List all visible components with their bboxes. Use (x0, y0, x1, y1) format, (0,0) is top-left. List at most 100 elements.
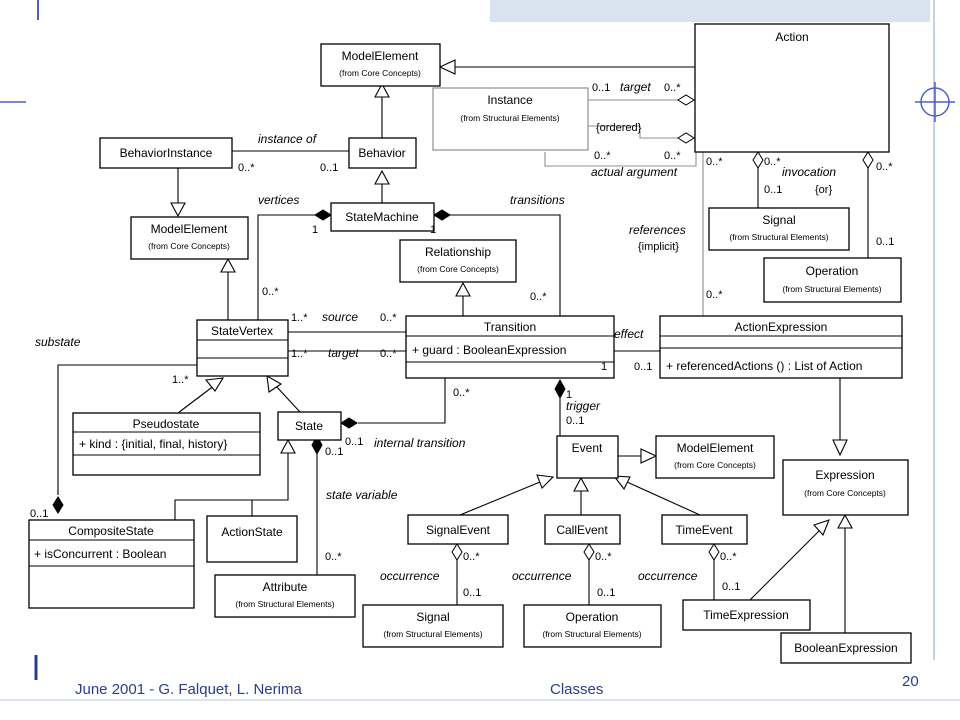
svg-text:0..1: 0..1 (722, 581, 740, 593)
svg-text:0..*: 0..* (706, 289, 723, 301)
svg-text:CallEvent: CallEvent (556, 523, 608, 537)
class-compositestate: CompositeState + isConcurrent : Boolean (28, 519, 195, 609)
svg-text:Transition: Transition (484, 320, 536, 334)
svg-text:0..*: 0..* (262, 286, 279, 298)
class-expression: Expression (from Core Concepts) (782, 459, 909, 516)
slide-footer: June 2001 - G. Falquet, L. Nerima Classe… (75, 673, 919, 698)
svg-text:1: 1 (601, 361, 607, 373)
svg-text:0..*: 0..* (453, 387, 470, 399)
svg-text:0..*: 0..* (238, 162, 255, 174)
svg-text:substate: substate (35, 335, 81, 349)
svg-text:TimeEvent: TimeEvent (676, 523, 734, 537)
svg-text:Operation: Operation (566, 610, 619, 624)
svg-text:0..*: 0..* (664, 150, 681, 162)
svg-text:BooleanExpression: BooleanExpression (794, 641, 897, 655)
svg-text:{implicit}: {implicit} (638, 241, 679, 253)
svg-text:State: State (295, 419, 323, 433)
svg-text:BehaviorInstance: BehaviorInstance (120, 146, 213, 160)
footer-page-number: 20 (902, 673, 919, 690)
svg-text:+ guard : BooleanExpression: + guard : BooleanExpression (412, 343, 566, 357)
svg-text:Behavior: Behavior (358, 146, 405, 160)
svg-text:(from Core Concepts): (from Core Concepts) (674, 460, 756, 470)
svg-text:StateMachine: StateMachine (345, 210, 419, 224)
svg-text:0..1: 0..1 (325, 446, 343, 458)
svg-text:0..*: 0..* (325, 551, 342, 563)
svg-text:Action: Action (775, 30, 808, 44)
role-labels: instance of vertices transitions substat… (35, 80, 836, 583)
svg-text:0..1: 0..1 (320, 162, 338, 174)
class-statemachine: StateMachine (330, 202, 435, 232)
svg-text:Relationship: Relationship (425, 245, 491, 259)
svg-text:0..*: 0..* (380, 312, 397, 324)
svg-text:instance of: instance of (258, 132, 318, 146)
svg-text:(from Structural Elements): (from Structural Elements) (235, 599, 334, 609)
svg-text:0..*: 0..* (664, 82, 681, 94)
svg-text:Instance: Instance (487, 93, 533, 107)
connectors (52, 59, 874, 633)
svg-text:ModelElement: ModelElement (151, 222, 228, 236)
svg-text:+ kind : {initial, final, hist: + kind : {initial, final, history} (79, 437, 227, 451)
svg-text:effect: effect (614, 327, 644, 341)
svg-text:1..*: 1..* (291, 348, 308, 360)
svg-text:state variable: state variable (326, 488, 398, 502)
svg-text:SignalEvent: SignalEvent (426, 523, 491, 537)
footer-topic: Classes (550, 681, 603, 698)
svg-text:0..1: 0..1 (764, 184, 782, 196)
svg-text:0..*: 0..* (876, 161, 893, 173)
class-behavior: Behavior (348, 137, 417, 169)
svg-text:transitions: transitions (510, 193, 565, 207)
svg-text:+ isConcurrent : Boolean: + isConcurrent : Boolean (34, 547, 166, 561)
svg-text:Operation: Operation (806, 264, 859, 278)
svg-text:internal transition: internal transition (374, 436, 466, 450)
svg-text:0..1: 0..1 (876, 236, 894, 248)
svg-text:1: 1 (312, 224, 318, 236)
svg-text:references: references (629, 223, 686, 237)
class-booleanexpression: BooleanExpression (780, 632, 912, 664)
svg-text:0..*: 0..* (764, 156, 781, 168)
svg-text:0..1: 0..1 (566, 415, 584, 427)
svg-text:Signal: Signal (762, 213, 795, 227)
svg-text:0..1: 0..1 (345, 436, 363, 448)
svg-text:target: target (328, 346, 359, 360)
svg-text:0..*: 0..* (463, 551, 480, 563)
svg-text:(from Structural Elements): (from Structural Elements) (729, 232, 828, 242)
svg-text:actual argument: actual argument (591, 165, 678, 179)
svg-text:0..*: 0..* (380, 348, 397, 360)
svg-text:StateVertex: StateVertex (211, 324, 273, 338)
svg-text:(from Core Concepts): (from Core Concepts) (417, 264, 499, 274)
class-actionstate: ActionState (206, 515, 298, 563)
svg-text:(from Structural Elements): (from Structural Elements) (782, 284, 881, 294)
svg-text:0..1: 0..1 (597, 587, 615, 599)
svg-text:(from Core Concepts): (from Core Concepts) (804, 488, 886, 498)
class-state: State (277, 411, 342, 441)
class-signal-bottom: Signal (from Structural Elements) (362, 604, 504, 648)
class-timeexpression: TimeExpression (682, 599, 811, 631)
class-modelelement-left: ModelElement (from Core Concepts) (130, 216, 249, 260)
slide-decoration (0, 0, 960, 701)
svg-text:(from Structural Elements): (from Structural Elements) (542, 629, 641, 639)
svg-text:ActionExpression: ActionExpression (735, 320, 828, 334)
svg-text:{or}: {or} (815, 184, 832, 196)
svg-text:0..*: 0..* (706, 156, 723, 168)
svg-text:1: 1 (430, 224, 436, 236)
class-event: Event (556, 435, 619, 479)
svg-text:ModelElement: ModelElement (342, 49, 419, 63)
svg-text:Event: Event (572, 441, 603, 455)
class-timeevent: TimeEvent (661, 514, 748, 545)
svg-text:Expression: Expression (815, 468, 874, 482)
class-relationship: Relationship (from Core Concepts) (399, 239, 517, 283)
svg-text:0..*: 0..* (720, 551, 737, 563)
multiplicities: 0..1 0..* 0..* 0..* 0..* 0..1 1 1 0..* 0… (30, 82, 894, 599)
svg-text:(from Core Concepts): (from Core Concepts) (339, 68, 421, 78)
svg-text:0..1: 0..1 (634, 361, 652, 373)
svg-text:0..1: 0..1 (592, 82, 610, 94)
svg-text:1: 1 (566, 389, 572, 401)
class-modelelement-top: ModelElement (from Core Concepts) (320, 43, 441, 87)
svg-text:0..*: 0..* (530, 291, 547, 303)
class-statevertex: StateVertex (196, 319, 289, 377)
svg-text:0..1: 0..1 (463, 587, 481, 599)
class-behaviorinstance: BehaviorInstance (99, 137, 233, 169)
class-signalevent: SignalEvent (407, 514, 509, 545)
svg-text:occurrence: occurrence (638, 569, 698, 583)
